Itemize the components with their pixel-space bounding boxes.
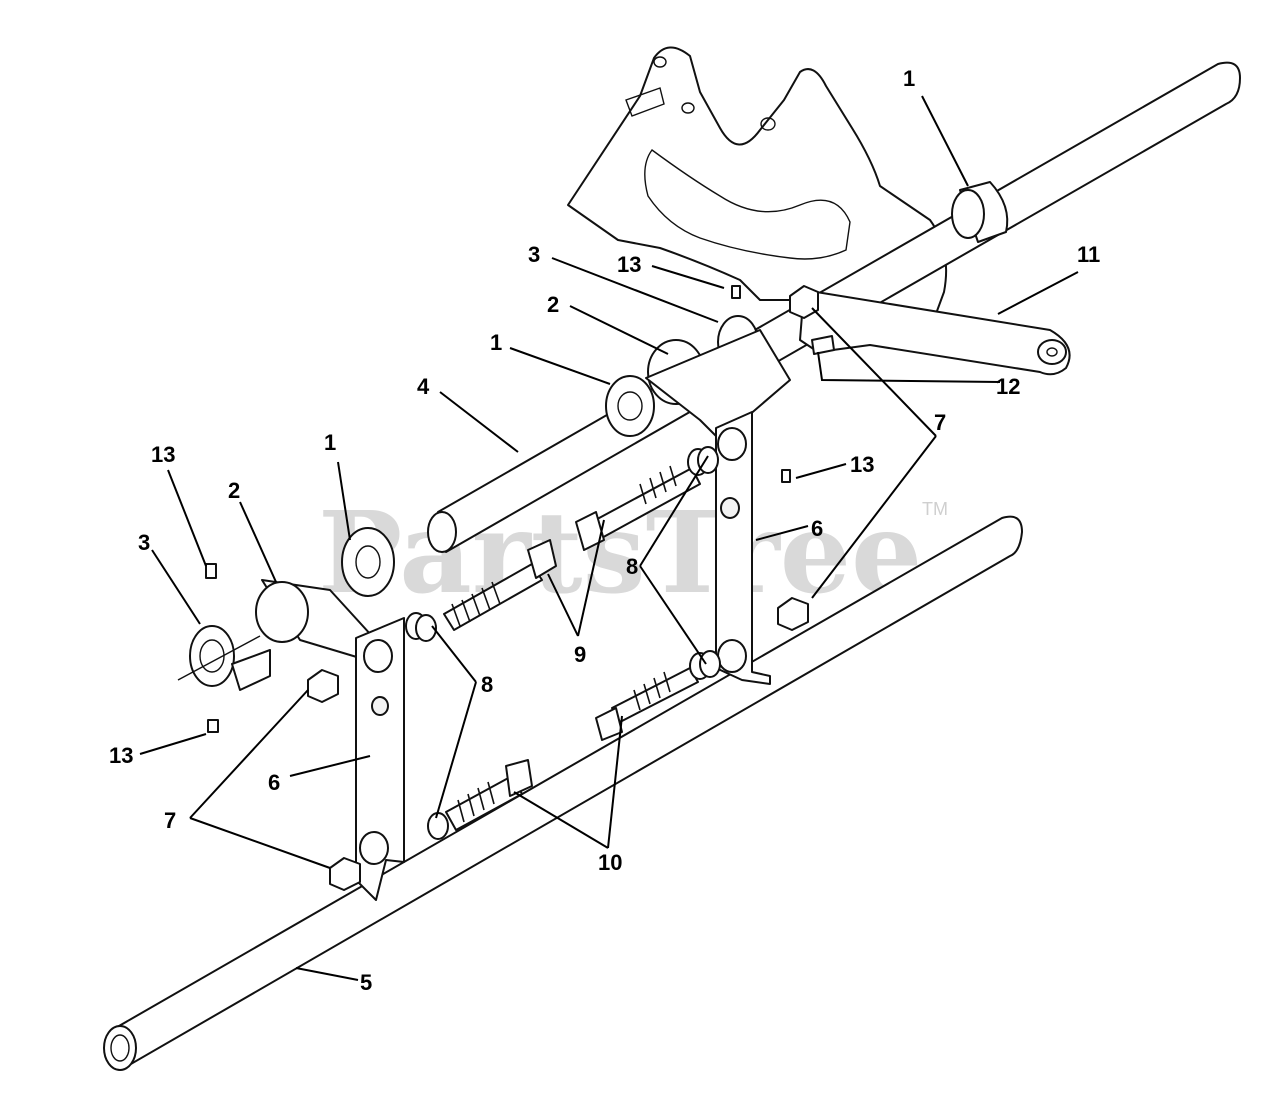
callout-3[interactable]: 3	[528, 242, 540, 267]
callout-12[interactable]: 12	[996, 374, 1020, 399]
callout-11[interactable]: 11	[1077, 242, 1100, 267]
washers-8	[405, 446, 721, 840]
callout-1[interactable]: 1	[324, 430, 336, 455]
nuts-7	[307, 285, 819, 891]
callout-labels: 1 11 3 13 2 1 12 4 7 13 1 13 2 6 3 8 9 8…	[109, 66, 1100, 995]
top-bracket	[567, 46, 948, 331]
callout-13[interactable]: 13	[850, 452, 874, 477]
axis-line	[177, 635, 261, 681]
callout-2[interactable]: 2	[228, 478, 240, 503]
spring-10-lower	[445, 759, 533, 831]
callout-3[interactable]: 3	[138, 530, 150, 555]
callout-4[interactable]: 4	[417, 374, 430, 399]
callout-1[interactable]: 1	[490, 330, 502, 355]
plate-left	[355, 617, 405, 901]
callout-7[interactable]: 7	[164, 808, 176, 833]
spring-10-upper	[595, 667, 699, 741]
block-12	[811, 335, 835, 355]
plate-right	[715, 411, 771, 685]
arm-11	[799, 289, 1071, 376]
callout-9[interactable]: 9	[574, 642, 586, 667]
callout-2[interactable]: 2	[547, 292, 559, 317]
callout-1[interactable]: 1	[903, 66, 915, 91]
spring-9-lower	[443, 539, 557, 631]
watermark-trademark: TM	[922, 499, 948, 519]
bushing-top-right	[951, 181, 1009, 243]
screws-13	[205, 285, 791, 733]
callout-13[interactable]: 13	[151, 442, 175, 467]
callout-8[interactable]: 8	[481, 672, 493, 697]
spring-9-upper	[575, 465, 701, 551]
callout-7[interactable]: 7	[934, 410, 946, 435]
upper-bushings	[605, 315, 791, 441]
callout-5[interactable]: 5	[360, 970, 372, 995]
callout-10[interactable]: 10	[598, 850, 622, 875]
callout-13[interactable]: 13	[617, 252, 641, 277]
callout-6[interactable]: 6	[268, 770, 280, 795]
callout-13[interactable]: 13	[109, 743, 133, 768]
lower-rod	[103, 515, 1023, 1071]
callout-8[interactable]: 8	[626, 554, 638, 579]
left-crank	[189, 527, 395, 691]
leader-lines	[139, 95, 1079, 981]
callout-6[interactable]: 6	[811, 516, 823, 541]
